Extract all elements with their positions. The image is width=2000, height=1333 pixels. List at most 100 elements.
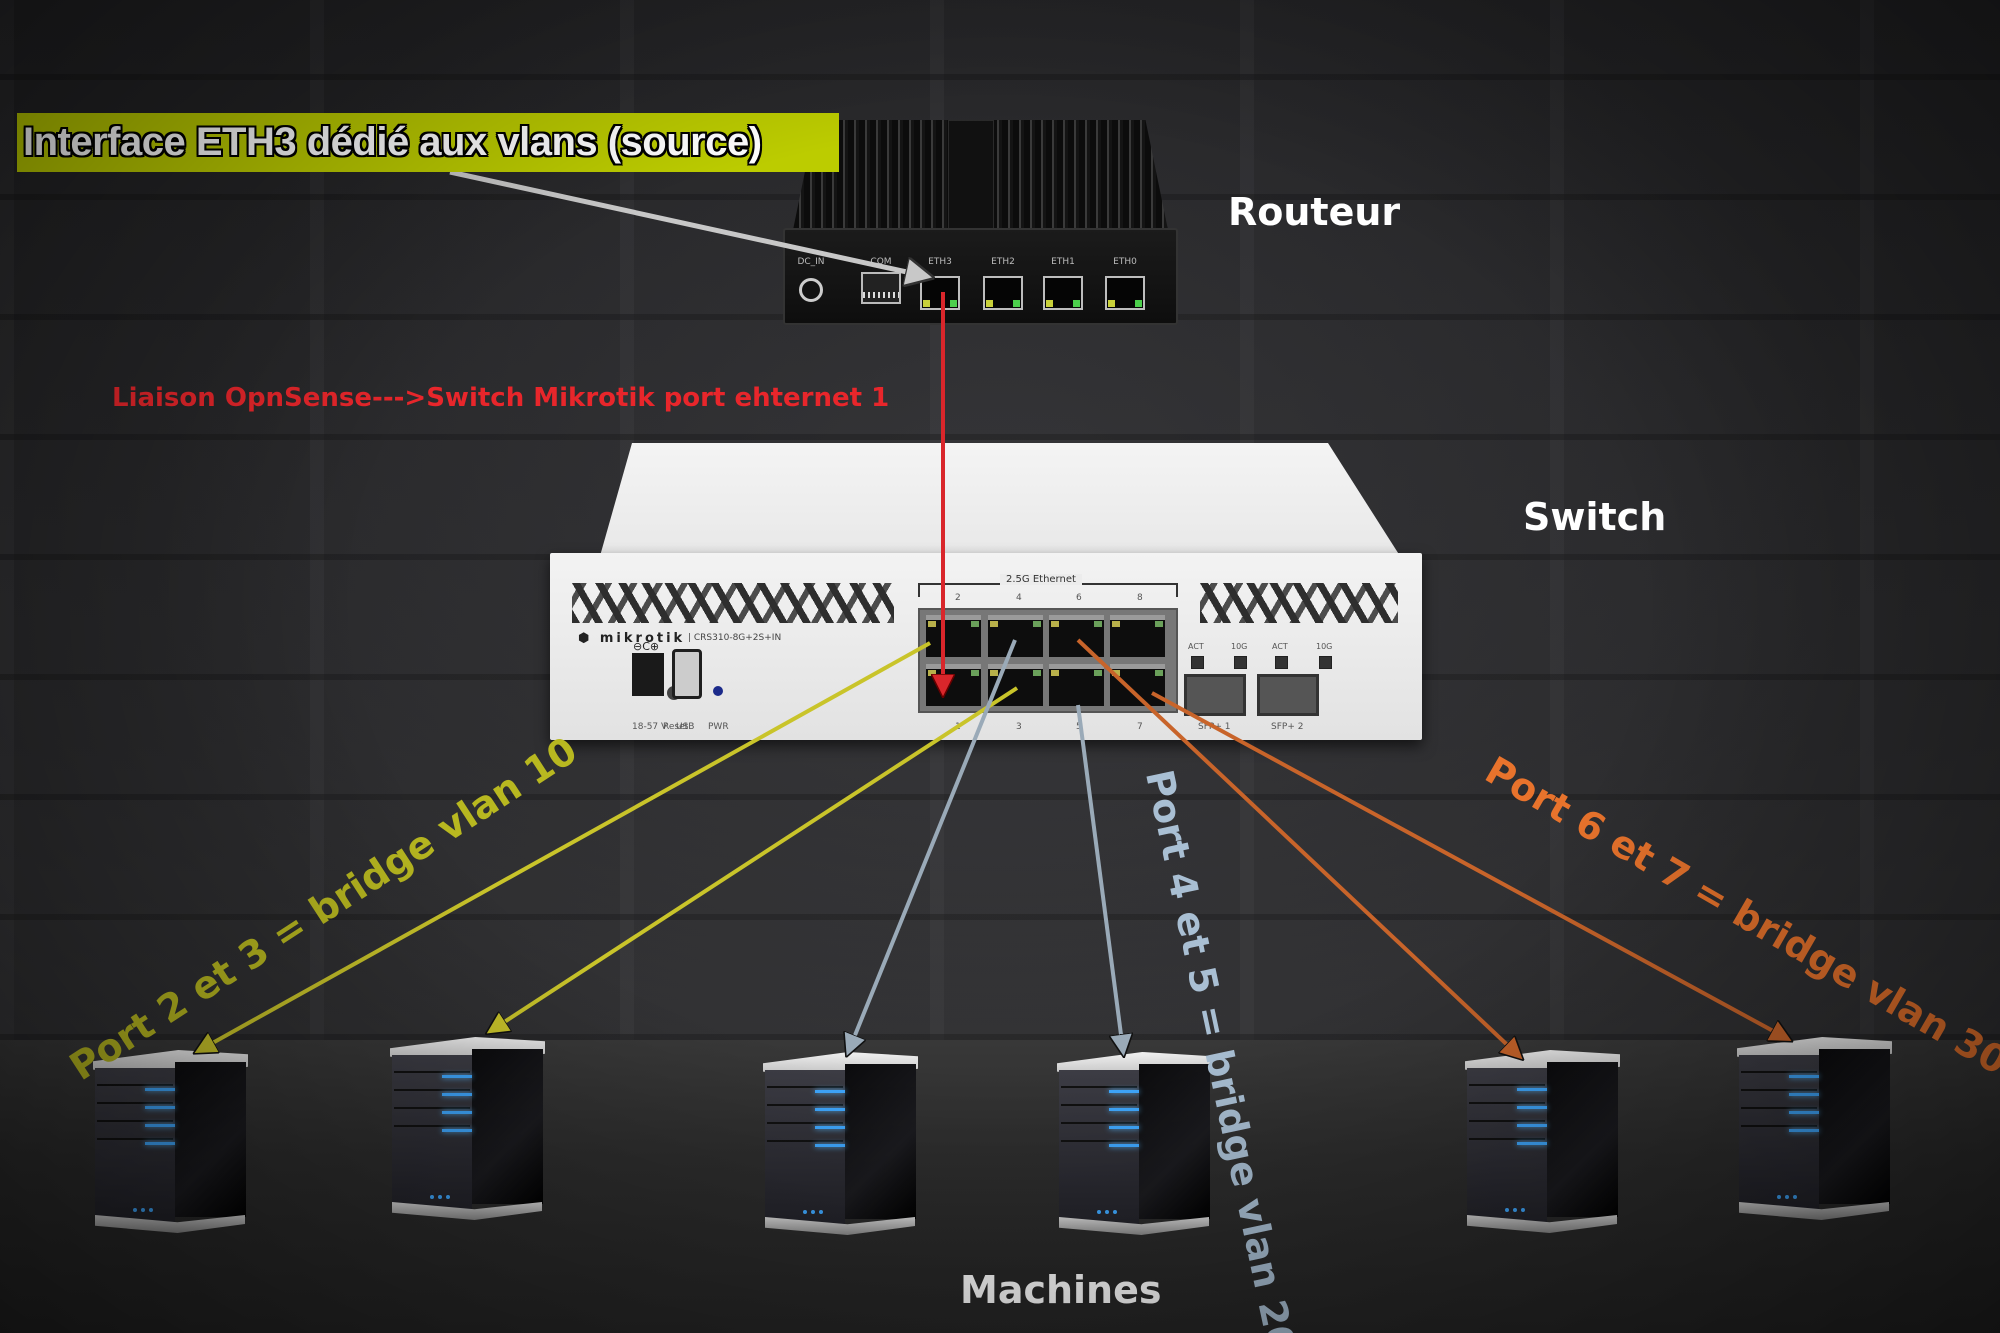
port-number-1: 1 (955, 722, 961, 732)
machines-label: Machines (960, 1268, 1162, 1312)
machine-3 (763, 1052, 918, 1239)
drive-bay-slot (767, 1140, 843, 1142)
server-front (765, 1070, 845, 1225)
drive-activity-light (1789, 1129, 1819, 1132)
drive-activity-light (1109, 1126, 1139, 1129)
router-port-eth1 (1043, 276, 1083, 310)
port-number-5: 5 (1076, 722, 1082, 732)
drive-activity-light (145, 1142, 175, 1145)
drive-bay-slot (1061, 1140, 1137, 1142)
machine-2 (390, 1037, 545, 1224)
router-port-label-eth3: ETH3 (928, 257, 952, 267)
router-port-eth0 (1105, 276, 1145, 310)
drive-activity-light (442, 1129, 472, 1132)
sfp2-label: SFP+ 2 (1271, 722, 1304, 732)
drive-bay-slot (1469, 1102, 1545, 1104)
switch-vent-left (572, 583, 894, 623)
drive-bay-slot (1469, 1138, 1545, 1140)
drive-activity-light (145, 1124, 175, 1127)
drive-bay-slot (97, 1102, 173, 1104)
switch-port-1 (926, 664, 981, 706)
status-led (1521, 1208, 1525, 1212)
router-port-eth3 (920, 276, 960, 310)
drive-bay-slot (1741, 1089, 1817, 1091)
status-led (1097, 1210, 1101, 1214)
drive-activity-light (1109, 1144, 1139, 1147)
router-port-label-com: COM (870, 257, 892, 267)
machine-4 (1057, 1052, 1212, 1239)
server-side (472, 1049, 543, 1204)
status-led (1793, 1195, 1797, 1199)
server-side (1547, 1062, 1618, 1217)
router-port-label-eth2: ETH2 (991, 257, 1015, 267)
drive-bay-slot (1061, 1104, 1137, 1106)
sfp-port-2 (1257, 674, 1319, 716)
sfp1-label: SFP+ 1 (1198, 722, 1231, 732)
drive-activity-light (815, 1144, 845, 1147)
drive-bay-slot (394, 1125, 470, 1127)
router-port-label-eth1: ETH1 (1051, 257, 1075, 267)
drive-activity-light (1109, 1090, 1139, 1093)
drive-activity-light (1109, 1108, 1139, 1111)
pwr-label: PWR (708, 722, 729, 732)
router-port-eth2 (983, 276, 1023, 310)
sfp2-act-label: ACT (1272, 642, 1288, 651)
router-device: DC_IN COM ETH3 ETH2 ETH1 ETH0 (783, 120, 1178, 325)
drive-bay-slot (767, 1104, 843, 1106)
drive-bay-slot (97, 1084, 173, 1086)
status-led (1777, 1195, 1781, 1199)
status-led (446, 1195, 450, 1199)
port-number-8: 8 (1137, 593, 1143, 603)
drive-activity-light (1517, 1106, 1547, 1109)
server-side (1139, 1064, 1210, 1219)
switch-port-7 (1110, 664, 1165, 706)
drive-activity-light (1517, 1124, 1547, 1127)
switch-label: Switch (1523, 495, 1667, 539)
sfp1-act-led (1191, 656, 1204, 669)
power-label: 18-57 V (632, 722, 668, 732)
server-front (1739, 1055, 1819, 1210)
link-label: Liaison OpnSense--->Switch Mikrotik port… (112, 383, 890, 413)
sfp2-10g-label: 10G (1316, 642, 1333, 651)
switch-model: | CRS310-8G+2S+IN (688, 633, 782, 643)
pwr-led (713, 686, 723, 696)
status-led (811, 1210, 815, 1214)
drive-bay-slot (394, 1089, 470, 1091)
status-led (1513, 1208, 1517, 1212)
mikrotik-logo: ⬢ mikrotik (578, 631, 686, 646)
switch-port-4 (988, 615, 1043, 657)
polarity-icon: ⊖C⊕ (633, 640, 660, 653)
drive-activity-light (815, 1126, 845, 1129)
switch-port-8 (1110, 615, 1165, 657)
ethernet-port-block (918, 608, 1178, 713)
status-led (803, 1210, 807, 1214)
drive-activity-light (1517, 1142, 1547, 1145)
power-jack (632, 653, 664, 696)
status-led (1113, 1210, 1117, 1214)
switch-port-6 (1049, 615, 1104, 657)
drive-activity-light (815, 1090, 845, 1093)
server-side (845, 1064, 916, 1219)
drive-bay-slot (1061, 1086, 1137, 1088)
drive-bay-slot (1741, 1107, 1817, 1109)
port-number-6: 6 (1076, 593, 1082, 603)
status-led (819, 1210, 823, 1214)
drive-bay-slot (97, 1120, 173, 1122)
sfp2-act-led (1275, 656, 1288, 669)
eth3-callout-text: Interface ETH3 dédié aux vlans (source) (23, 120, 762, 164)
sfp1-10g-led (1234, 656, 1247, 669)
router-label: Routeur (1228, 190, 1401, 234)
port-number-3: 3 (1016, 722, 1022, 732)
sfp-port-1 (1184, 674, 1246, 716)
drive-bay-slot (1741, 1125, 1817, 1127)
drive-bay-slot (394, 1107, 470, 1109)
sfp1-act-label: ACT (1188, 642, 1204, 651)
drive-activity-light (1789, 1111, 1819, 1114)
drive-bay-slot (97, 1138, 173, 1140)
usb-label: USB (676, 722, 695, 732)
drive-bay-slot (394, 1071, 470, 1073)
status-led (1505, 1208, 1509, 1212)
switch-vent-right (1200, 583, 1398, 623)
router-port-label-eth0: ETH0 (1113, 257, 1137, 267)
